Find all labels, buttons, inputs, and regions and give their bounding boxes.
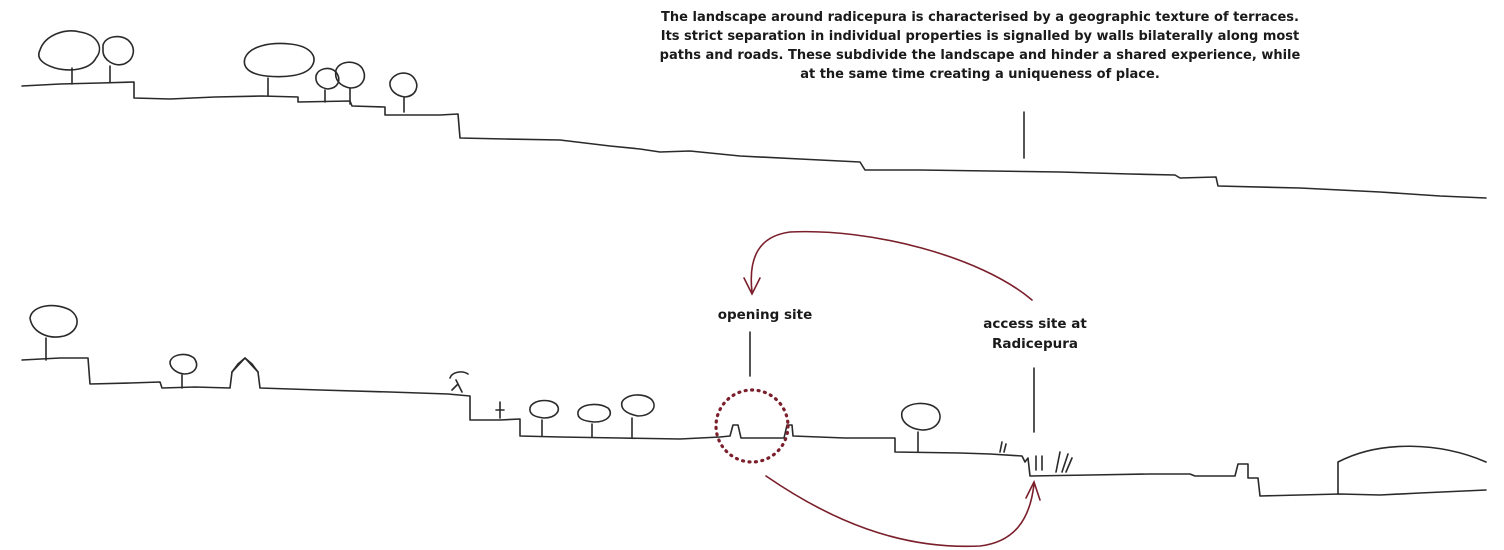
access-site-text-line2: Radicepura	[992, 336, 1078, 352]
opening-site-label: opening site	[700, 305, 830, 325]
lower-tree	[169, 353, 198, 389]
return-arrow	[743, 230, 1033, 301]
lower-tree	[29, 304, 78, 361]
lower-terrain-profile	[21, 357, 1487, 497]
lower-house	[231, 357, 259, 373]
caption-line: Its strict separation in individual prop…	[660, 29, 1300, 44]
lower-tree	[449, 371, 469, 393]
lower-vegetation	[999, 441, 1073, 473]
upper-tree	[315, 67, 340, 103]
access-site-label: access site at Radicepura	[950, 314, 1120, 354]
lower-tree	[620, 394, 655, 438]
upper-tree	[243, 42, 315, 97]
caption-line: at the same time creating a uniqueness o…	[800, 67, 1160, 82]
landscape-caption: The landscape around radicepura is chara…	[620, 8, 1340, 84]
lower-hill	[1337, 445, 1487, 495]
upper-terrain-profile	[21, 81, 1487, 199]
upper-tree	[334, 61, 366, 105]
lower-tree	[529, 399, 560, 437]
lower-figure	[495, 401, 505, 419]
upper-tree	[102, 35, 135, 83]
access-site-text-line1: access site at	[983, 316, 1087, 332]
caption-line: The landscape around radicepura is chara…	[661, 10, 1299, 25]
lower-tree	[900, 402, 941, 453]
upper-tree	[38, 30, 101, 85]
opening-site-circle	[714, 388, 790, 464]
upper-tree	[389, 72, 418, 113]
forward-arrow	[765, 475, 1041, 548]
lower-tree	[577, 403, 612, 438]
opening-site-text: opening site	[717, 307, 813, 323]
caption-line: paths and roads. These subdivide the lan…	[659, 48, 1301, 63]
